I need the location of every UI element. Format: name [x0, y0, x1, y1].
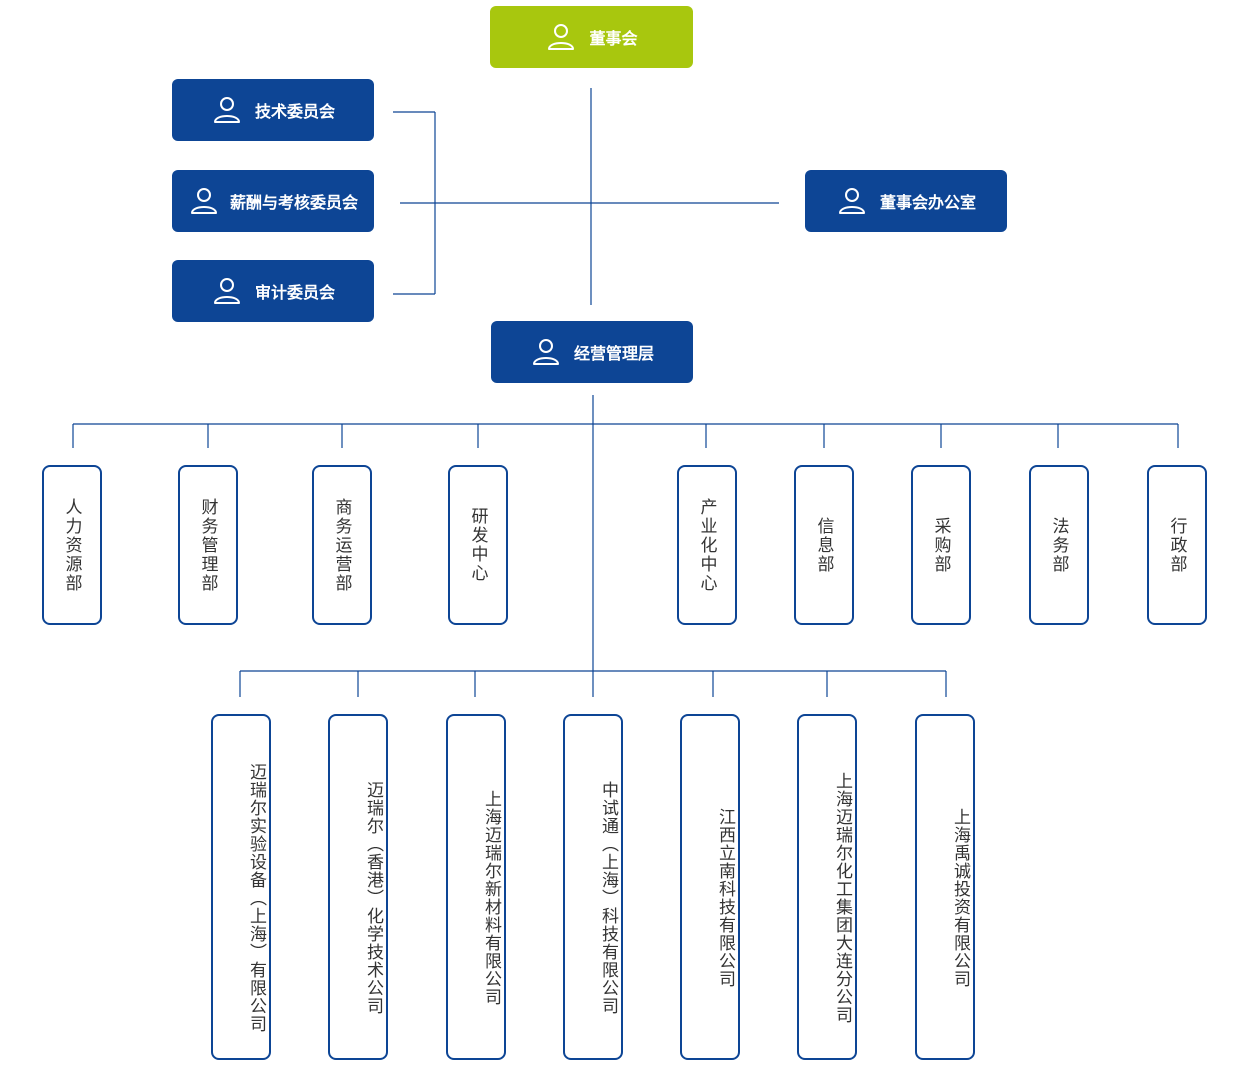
- committee-node-compensation: 薪酬与考核委员会: [172, 170, 374, 232]
- committee-label: 审计委员会: [254, 283, 335, 302]
- subsidiary-box: 迈瑞尔（香港）化学技术公司: [328, 714, 388, 1060]
- user-icon: [838, 188, 865, 214]
- board-label: 董事会: [589, 29, 638, 48]
- subsidiary-box: 上海迈瑞尔新材料有限公司: [446, 714, 506, 1060]
- board-office-label: 董事会办公室: [879, 193, 976, 212]
- department-box: 法务部: [1029, 465, 1089, 625]
- department-box: 采购部: [911, 465, 971, 625]
- subsidiary-box: 上海迈瑞尔化工集团大连分公司: [797, 714, 857, 1060]
- committee-node-audit: 审计委员会: [172, 260, 374, 322]
- subsidiary-box: 江西立南科技有限公司: [680, 714, 740, 1060]
- management-label: 经营管理层: [573, 344, 654, 363]
- user-icon: [548, 24, 575, 50]
- department-box: 行政部: [1147, 465, 1207, 625]
- department-box: 信息部: [794, 465, 854, 625]
- committee-node-tech: 技术委员会: [172, 79, 374, 141]
- subsidiary-box: 中试通（上海）科技有限公司: [563, 714, 623, 1060]
- subsidiary-box: 迈瑞尔实验设备（上海）有限公司: [211, 714, 271, 1060]
- committee-label: 技术委员会: [254, 102, 335, 121]
- user-icon: [213, 97, 240, 123]
- management-node: 经营管理层: [491, 321, 693, 383]
- department-box: 商务运营部: [312, 465, 372, 625]
- board-node: 董事会: [490, 6, 693, 68]
- department-box: 产业化中心: [677, 465, 737, 625]
- department-box: 研发中心: [448, 465, 508, 625]
- user-icon: [213, 278, 240, 304]
- board-office-node: 董事会办公室: [805, 170, 1007, 232]
- committee-label: 薪酬与考核委员会: [229, 193, 358, 212]
- user-icon: [190, 188, 217, 214]
- department-box: 人力资源部: [42, 465, 102, 625]
- subsidiary-box: 上海禹诚投资有限公司: [915, 714, 975, 1060]
- user-icon: [532, 339, 559, 365]
- department-box: 财务管理部: [178, 465, 238, 625]
